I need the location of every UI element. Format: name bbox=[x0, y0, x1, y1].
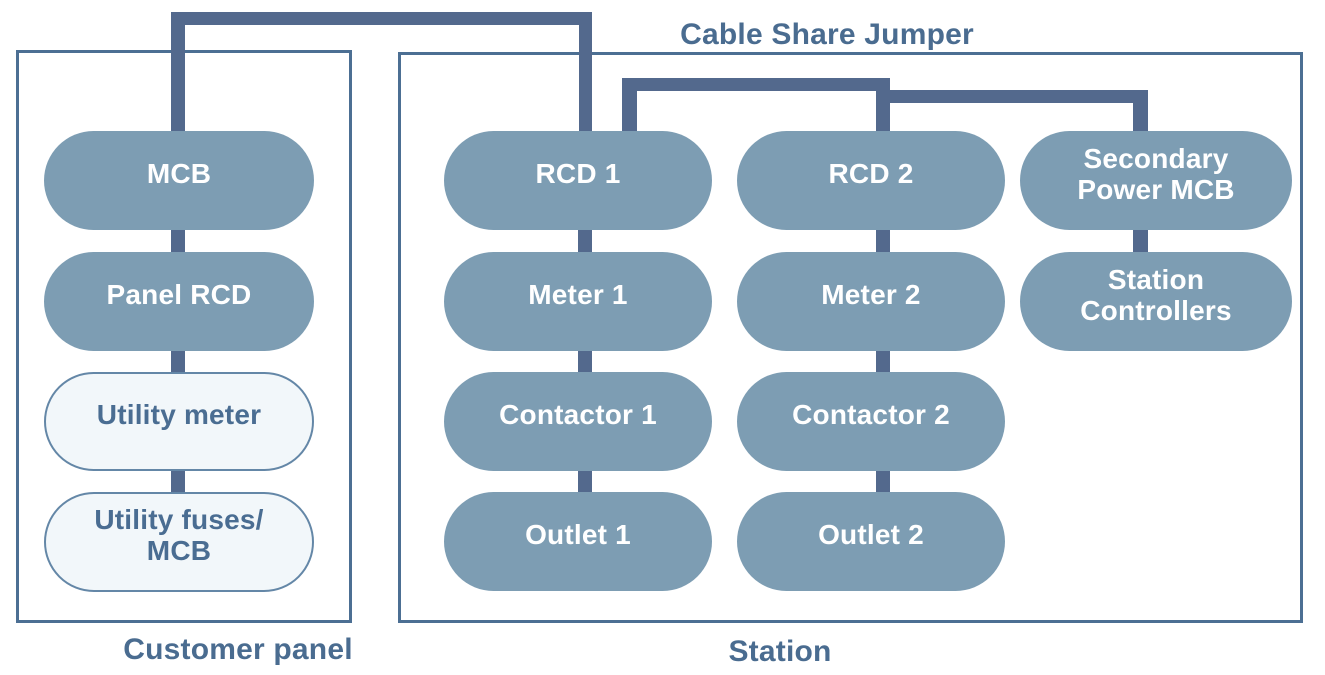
node-panel-rcd: Panel RCD bbox=[44, 252, 314, 351]
station-box bbox=[398, 52, 1303, 623]
node-rcd-1: RCD 1 bbox=[444, 131, 712, 230]
node-rcd-1-label: RCD 1 bbox=[535, 158, 621, 189]
node-rcd-2-label: RCD 2 bbox=[828, 158, 914, 189]
node-utility-fuses-mcb-label: Utility fuses/ MCB bbox=[94, 504, 264, 566]
customer-panel-label: Customer panel bbox=[123, 633, 353, 666]
stub-panelrcd-utilitymeter bbox=[171, 348, 185, 375]
node-mcb: MCB bbox=[44, 131, 314, 230]
node-rcd-2: RCD 2 bbox=[737, 131, 1005, 230]
node-secondary-power-mcb: Secondary Power MCB bbox=[1020, 131, 1292, 230]
stub-rcd2-meter2 bbox=[876, 227, 890, 255]
node-outlet-1-label: Outlet 1 bbox=[525, 519, 631, 550]
feed-line-vertical-rcd1 bbox=[579, 12, 592, 137]
node-contactor-2: Contactor 2 bbox=[737, 372, 1005, 471]
stub-mcb-panelrcd bbox=[171, 227, 185, 255]
node-contactor-1: Contactor 1 bbox=[444, 372, 712, 471]
jumper-stub-rcd2 bbox=[876, 78, 890, 136]
node-utility-meter: Utility meter bbox=[44, 372, 314, 471]
node-meter-1-label: Meter 1 bbox=[528, 279, 628, 310]
stub-contactor2-outlet2 bbox=[876, 468, 890, 495]
cable-share-jumper-label: Cable Share Jumper bbox=[680, 18, 974, 51]
stub-rcd1-meter1 bbox=[578, 227, 592, 255]
node-meter-2: Meter 2 bbox=[737, 252, 1005, 351]
node-contactor-2-label: Contactor 2 bbox=[792, 399, 950, 430]
jumper-horizontal-1 bbox=[622, 78, 890, 91]
node-outlet-1: Outlet 1 bbox=[444, 492, 712, 591]
jumper-stub-secondary-mcb bbox=[1133, 90, 1148, 136]
node-panel-rcd-label: Panel RCD bbox=[106, 279, 252, 310]
node-mcb-label: MCB bbox=[146, 158, 212, 189]
node-station-controllers-label: Station Controllers bbox=[1080, 263, 1232, 326]
stub-meter1-contactor1 bbox=[578, 348, 592, 375]
feed-line-horizontal-top bbox=[171, 12, 592, 25]
node-contactor-1-label: Contactor 1 bbox=[499, 399, 657, 430]
stub-meter2-contactor2 bbox=[876, 348, 890, 375]
node-outlet-2: Outlet 2 bbox=[737, 492, 1005, 591]
feed-line-vertical-mcb bbox=[171, 12, 185, 137]
node-meter-2-label: Meter 2 bbox=[821, 279, 921, 310]
node-meter-1: Meter 1 bbox=[444, 252, 712, 351]
stub-secondarymcb-stationcontrollers bbox=[1133, 227, 1148, 255]
jumper-stub-rcd1 bbox=[622, 78, 637, 136]
node-secondary-power-mcb-label: Secondary Power MCB bbox=[1077, 142, 1235, 205]
node-outlet-2-label: Outlet 2 bbox=[818, 519, 924, 550]
station-label: Station bbox=[728, 635, 832, 668]
node-utility-fuses-mcb: Utility fuses/ MCB bbox=[44, 492, 314, 592]
stub-contactor1-outlet1 bbox=[578, 468, 592, 495]
node-station-controllers: Station Controllers bbox=[1020, 252, 1292, 351]
stub-utilitymeter-utilityfuses bbox=[171, 468, 185, 495]
jumper-horizontal-2 bbox=[876, 90, 1147, 103]
node-utility-meter-label: Utility meter bbox=[96, 399, 262, 430]
